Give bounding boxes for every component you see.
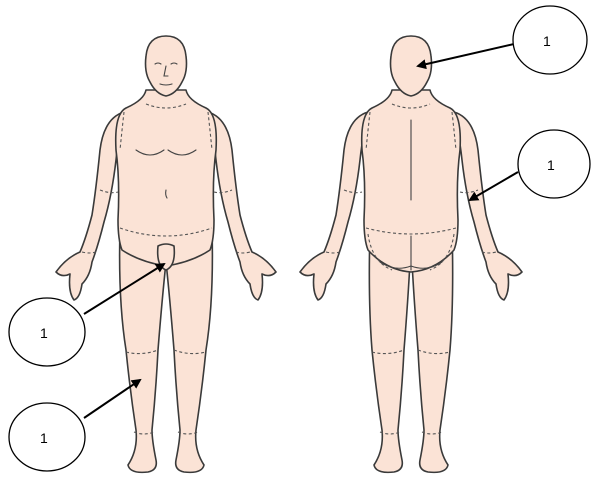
back-right-arm — [300, 112, 368, 300]
front-left-arm — [208, 112, 276, 300]
front-right-arm — [56, 112, 124, 300]
callout-label: 1 — [547, 157, 555, 173]
front-torso — [116, 90, 217, 266]
callout-back-of-head: 1 — [418, 6, 587, 74]
callout-label: 1 — [40, 430, 48, 446]
arrow-back-of-head — [418, 44, 514, 66]
front-body-view — [56, 36, 276, 472]
callout-label: 1 — [543, 33, 551, 49]
callout-back-upper-arm: 1 — [470, 130, 590, 200]
callout-label: 1 — [40, 325, 48, 341]
back-left-arm — [454, 112, 522, 300]
back-body-view — [300, 36, 522, 472]
back-head — [391, 36, 432, 96]
callout-front-lower-leg: 1 — [9, 380, 140, 471]
